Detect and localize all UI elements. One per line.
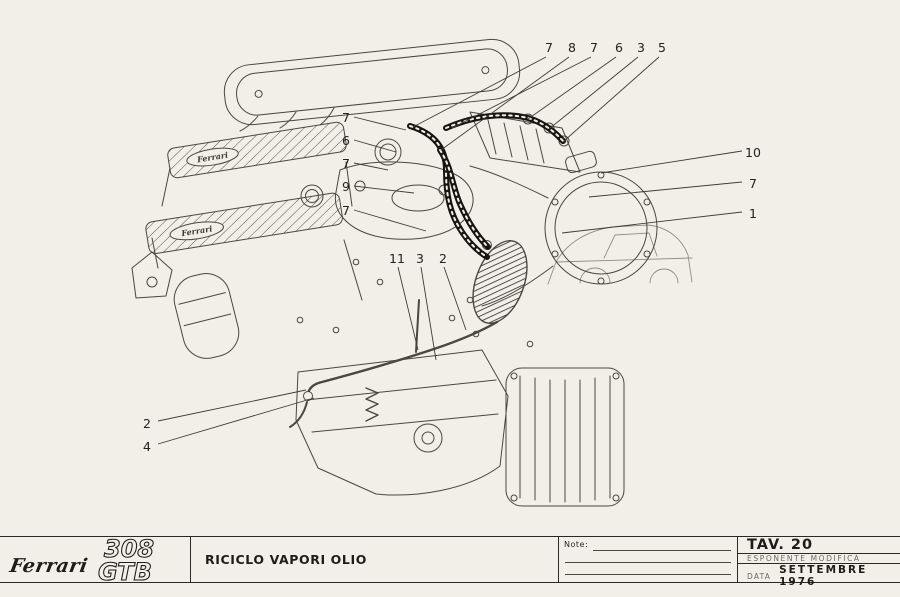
callout-number: 2 [439, 251, 447, 266]
engine-diagram: Ferrari Ferrari [131, 38, 761, 507]
tav-number: TAV. 20 [747, 537, 814, 553]
callout-number: 8 [568, 40, 576, 55]
esponente-label: ESPONENTE MODIFICA [747, 554, 861, 563]
leader-line [443, 266, 467, 331]
callout-number: 4 [143, 439, 151, 454]
leader-line [412, 56, 547, 128]
oil-filter [173, 273, 240, 359]
cam-cover-rear: Ferrari [167, 121, 347, 179]
bolts [296, 258, 534, 348]
head-block-lines [151, 161, 363, 301]
leader-line [561, 211, 743, 234]
note-ruled-line [565, 562, 731, 563]
callout-number: 1 [749, 206, 757, 221]
callout-number: 7 [545, 40, 553, 55]
air-cleaner-cover [223, 38, 521, 126]
leader-line [353, 209, 427, 232]
breather-hoses [407, 112, 566, 260]
leader-line [353, 162, 389, 171]
data-value: SETTEMBRE 1976 [779, 564, 868, 588]
leader-lines [157, 56, 743, 445]
callout-labels: 7 8 7 6 3 5 7 6 7 9 7 10 7 1 11 3 2 2 4 [143, 40, 761, 454]
intake-runners [239, 107, 335, 132]
title-block: Ferrari 308 GTB RICICLO VAPORI OLIO Note… [0, 536, 900, 588]
callout-number: 7 [342, 110, 350, 125]
model-308-gtb-logo: 308 GTB [97, 536, 154, 582]
note-cell: Note: [558, 537, 737, 582]
data-row: DATA SETTEMBRE 1976 [738, 564, 900, 588]
cam-cover-front: Ferrari [145, 192, 343, 254]
note-label: Note: [564, 540, 589, 549]
gearbox-housing [505, 367, 625, 507]
leader-line [588, 181, 743, 198]
model-308-text: 308 [104, 536, 154, 563]
drawing-title: RICICLO VAPORI OLIO [205, 552, 367, 567]
leader-line [563, 56, 660, 142]
callout-number: 11 [389, 251, 405, 266]
leader-line [353, 185, 415, 194]
drawing-title-cell: RICICLO VAPORI OLIO [190, 537, 558, 582]
model-gtb-text: GTB [98, 558, 152, 582]
tav-row: TAV. 20 [738, 537, 900, 554]
esponente-row: ESPONENTE MODIFICA [738, 554, 900, 564]
leader-line [157, 397, 315, 445]
callout-number: 10 [745, 145, 761, 160]
leader-line [548, 56, 639, 130]
tav-cell: TAV. 20 ESPONENTE MODIFICA DATA SETTEMBR… [737, 537, 900, 588]
note-ruled-line [565, 574, 731, 575]
oil-sump [295, 349, 509, 496]
leader-line [451, 56, 592, 129]
leader-line [353, 116, 407, 131]
callout-number: 7 [342, 156, 350, 171]
cam-cover-script: Ferrari [180, 223, 213, 238]
brand-cell: Ferrari 308 GTB [0, 536, 190, 582]
callout-number: 7 [342, 203, 350, 218]
engine-mount [131, 251, 173, 299]
cam-cover-script: Ferrari [195, 150, 228, 165]
callout-number: 6 [342, 133, 350, 148]
right-cylinder-head [469, 111, 581, 173]
callout-number: 2 [143, 416, 151, 431]
callout-number: 3 [637, 40, 645, 55]
note-ruled-line [593, 550, 731, 551]
callout-number: 5 [658, 40, 666, 55]
leader-line [157, 389, 307, 422]
callout-number: 7 [749, 176, 757, 191]
callout-number: 3 [416, 251, 424, 266]
callout-number: 9 [342, 179, 350, 194]
leader-line [420, 266, 437, 361]
leader-line [440, 56, 570, 151]
data-label: DATA [747, 571, 772, 581]
callout-number: 6 [615, 40, 623, 55]
distributor-caps [300, 138, 402, 208]
leader-line [353, 139, 397, 153]
car-silhouette [547, 224, 693, 285]
callout-number: 7 [590, 40, 598, 55]
breather-canister [472, 240, 528, 324]
leader-line [397, 266, 419, 351]
leader-line [600, 150, 743, 174]
ferrari-logo: Ferrari [8, 555, 90, 577]
leader-line [527, 56, 617, 120]
engine-illustration: Ferrari Ferrari [131, 38, 693, 507]
oil-return-pipe [289, 299, 499, 428]
